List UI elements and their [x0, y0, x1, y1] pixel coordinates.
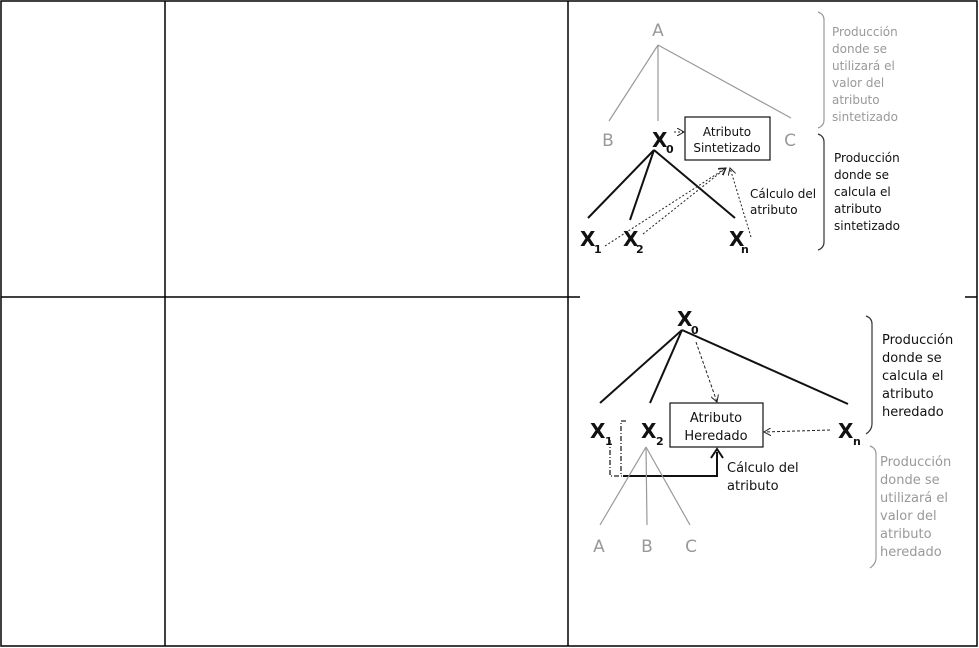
diagram-label: donde se [880, 473, 940, 488]
diagram-label: C [685, 537, 697, 557]
diagram-label: calcula el [834, 185, 891, 199]
diagram-label: Producción [834, 151, 900, 165]
diagram-label: atributo [727, 479, 779, 494]
diagram-label: B [602, 131, 614, 151]
diagram-label: 2 [636, 243, 644, 256]
synthesized-attribute-diagram: A B C X 0 Atributo Sintetizado X 1 X 2 X… [580, 11, 900, 256]
diagram-label: valor del [832, 76, 884, 90]
diagram-label: X [580, 227, 596, 251]
diagram-label: atributo [880, 527, 932, 542]
diagram-label: Atributo [690, 411, 742, 426]
diagram-label: donde se [832, 42, 887, 56]
synthesized-attribute-box [684, 116, 771, 161]
diagram-label: C [784, 131, 796, 151]
diagram-label: donde se [834, 168, 889, 182]
diagram-label: X [729, 227, 745, 251]
diagram-label: 1 [605, 435, 613, 448]
diagram-label: 1 [594, 243, 602, 256]
diagram-label: n [741, 243, 749, 256]
inherited-attribute-diagram: X 0 X 1 X 2 X n Atributo Heredado Cálcul… [590, 307, 953, 569]
diagram-label: 0 [691, 324, 699, 337]
diagram-label: atributo [882, 387, 934, 402]
diagram-label: Producción [882, 333, 953, 348]
diagram-label: Producción [832, 25, 898, 39]
diagram-label: atributo [750, 203, 798, 217]
diagram-label: Heredado [684, 429, 747, 444]
diagram-label: calcula el [882, 369, 943, 384]
diagram-label: 2 [656, 435, 664, 448]
diagram-label: A [593, 537, 605, 557]
diagram-label: atributo [834, 202, 882, 216]
diagram-label: donde se [882, 351, 942, 366]
diagram-label: Atributo [703, 125, 751, 139]
diagram-label: X [623, 227, 639, 251]
diagram-label: Sintetizado [693, 141, 760, 155]
diagram-label: atributo [832, 93, 880, 107]
diagram-label: X [677, 307, 693, 331]
diagram-label: utilizará el [832, 59, 895, 73]
diagram-label: B [641, 537, 653, 557]
diagram-label: X [590, 419, 606, 443]
diagram-label: n [853, 435, 861, 448]
diagram-label: X [652, 128, 668, 152]
diagram-label: X [641, 419, 657, 443]
diagram-label: X [838, 419, 854, 443]
inherited-attribute-box [669, 402, 764, 448]
diagram-label: valor del [880, 509, 937, 524]
diagram-label: 0 [666, 143, 674, 156]
diagram-label: A [652, 21, 664, 41]
diagram-label: sintetizado [834, 219, 900, 233]
diagram-label: Cálculo del [750, 187, 816, 201]
diagram-label: utilizará el [880, 491, 948, 506]
diagram-label: heredado [880, 545, 942, 560]
diagram-label: sintetizado [832, 110, 898, 124]
diagram-label: Cálculo del [727, 461, 799, 476]
diagram-label: Producción [880, 455, 951, 470]
diagram-label: heredado [882, 405, 944, 420]
